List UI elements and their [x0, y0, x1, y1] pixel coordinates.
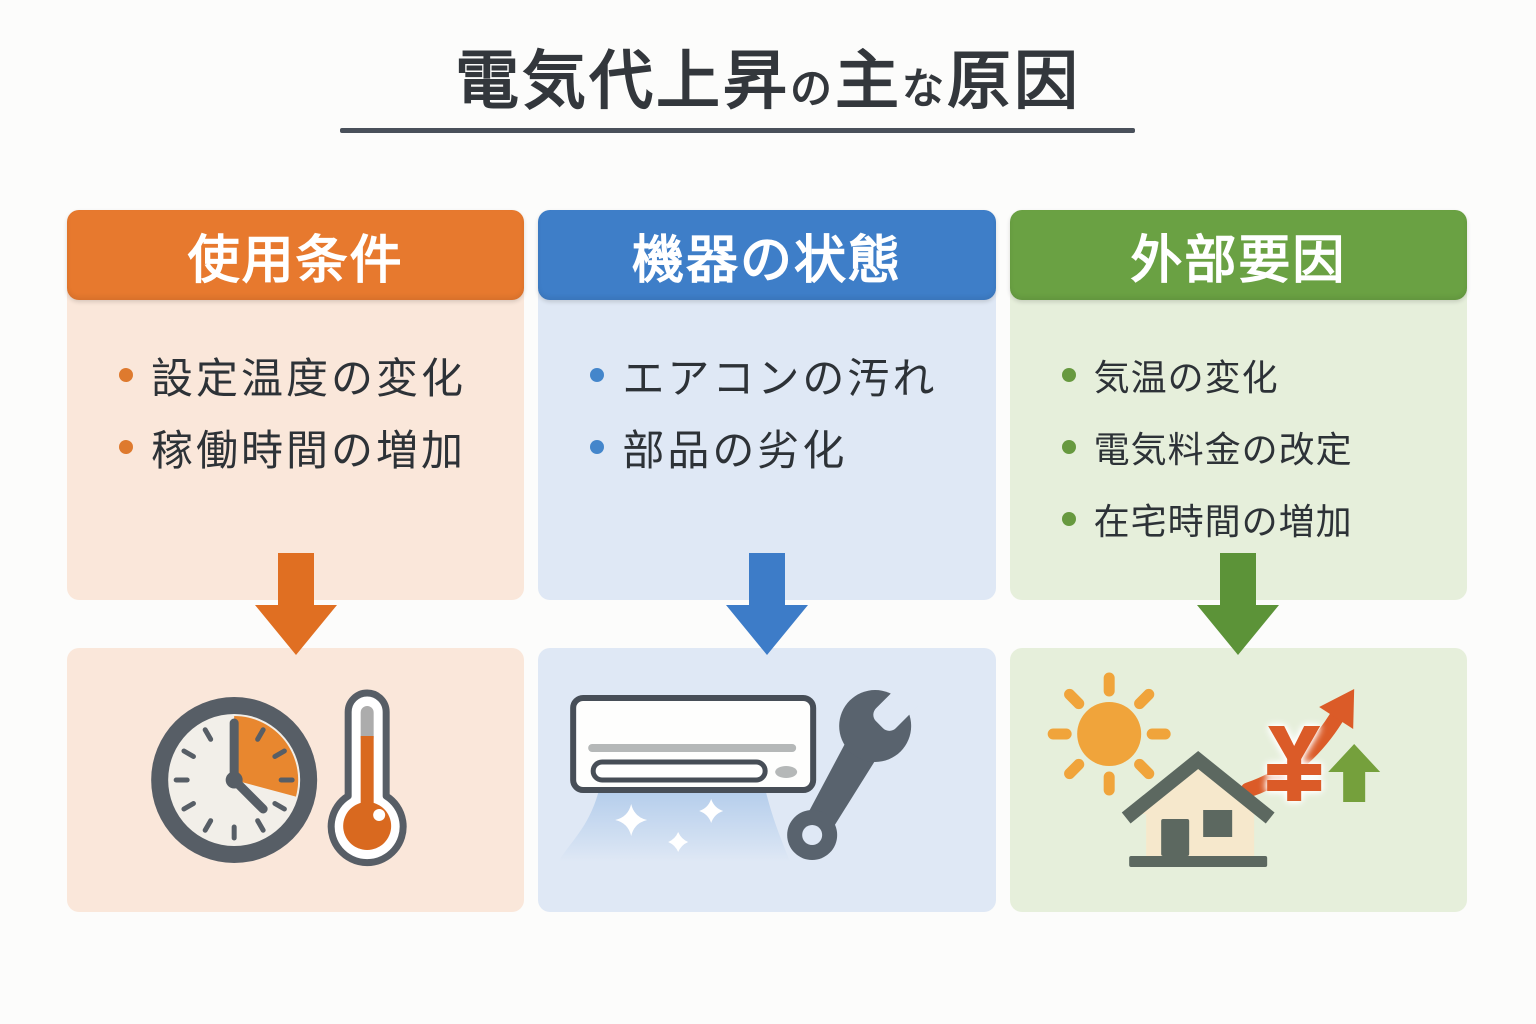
title-underline — [340, 128, 1135, 134]
list-item: 在宅時間の増加 — [1010, 496, 1467, 542]
up-arrow-icon — [1327, 744, 1380, 802]
columns-grid: 使用条件 設定温度の変化 稼働時間の増加 — [67, 210, 1467, 912]
bullet-list: 設定温度の変化 稼働時間の増加 — [67, 352, 524, 474]
airflow-icon — [558, 793, 791, 862]
column-header-usage: 使用条件 — [67, 210, 525, 300]
column-header-external: 外部要因 — [1009, 210, 1467, 300]
ac-unit-icon — [570, 695, 817, 793]
title-segment: の — [789, 65, 835, 112]
illustration-panel-equipment — [538, 648, 996, 912]
bullet-list: 気温の変化 電気料金の改定 在宅時間の増加 — [1010, 352, 1467, 542]
clock-thermometer-illustration — [151, 689, 407, 867]
bullet-dot — [590, 440, 605, 454]
down-arrow-icon — [1197, 553, 1280, 655]
column-external-factors: 外部要因 気温の変化 電気料金の改定 在宅時間の増加 — [1009, 210, 1467, 912]
list-item-text: 在宅時間の増加 — [1093, 501, 1353, 542]
column-equipment-condition: 機器の状態 エアコンの汚れ 部品の劣化 — [538, 210, 996, 912]
list-item-text: 気温の変化 — [1093, 357, 1279, 398]
column-body-usage: 設定温度の変化 稼働時間の増加 — [67, 290, 525, 600]
column-body-external: 気温の変化 電気料金の改定 在宅時間の増加 — [1009, 290, 1467, 600]
list-item-text: 電気料金の改定 — [1093, 429, 1353, 470]
column-header-label: 使用条件 — [187, 231, 404, 290]
yen-icon — [1266, 726, 1321, 801]
bullet-dot — [1061, 368, 1076, 382]
bullet-dot — [590, 368, 605, 382]
list-item-text: エアコンの汚れ — [622, 354, 938, 402]
title-segment: 主 — [835, 45, 902, 117]
list-item: 電気料金の改定 — [1010, 424, 1467, 470]
column-header-label: 外部要因 — [1130, 231, 1347, 290]
title-block: 電気代上昇の主な原因 — [0, 46, 1536, 134]
sun-house-yen-illustration — [1047, 672, 1380, 867]
bullet-dot — [1061, 512, 1076, 526]
list-item-text: 部品の劣化 — [622, 426, 848, 474]
bullet-dot — [119, 368, 133, 382]
sun-icon — [1047, 672, 1171, 796]
ac-wrench-illustration — [558, 683, 922, 862]
list-item: 設定温度の変化 — [67, 352, 524, 402]
bullet-dot — [1061, 440, 1076, 454]
list-item: 稼働時間の増加 — [67, 424, 524, 474]
wrench-icon — [787, 683, 922, 860]
illustration-panel-external — [1009, 648, 1467, 912]
bullet-list: エアコンの汚れ 部品の劣化 — [538, 352, 995, 474]
list-item: 部品の劣化 — [538, 424, 995, 474]
column-body-equipment: エアコンの汚れ 部品の劣化 — [538, 290, 996, 600]
column-usage-conditions: 使用条件 設定温度の変化 稼働時間の増加 — [67, 210, 525, 912]
column-header-equipment: 機器の状態 — [538, 210, 996, 300]
down-arrow-icon — [725, 553, 808, 655]
clock-icon — [151, 697, 318, 863]
bullet-dot — [119, 440, 133, 454]
title-segment: 電気代上昇 — [454, 45, 790, 117]
list-item-text: 稼働時間の増加 — [151, 426, 467, 474]
illustration-panel-usage — [67, 648, 525, 912]
list-item: エアコンの汚れ — [538, 352, 995, 402]
list-item: 気温の変化 — [1010, 352, 1467, 398]
sparkle-icon — [615, 799, 724, 852]
title-segment: な — [902, 65, 948, 112]
page-title: 電気代上昇の主な原因 — [0, 46, 1536, 116]
column-header-label: 機器の状態 — [631, 231, 902, 290]
list-item-text: 設定温度の変化 — [151, 354, 467, 402]
title-segment: 原因 — [947, 45, 1082, 117]
down-arrow-icon — [254, 553, 337, 655]
house-icon — [1121, 751, 1275, 867]
thermometer-icon — [327, 689, 407, 867]
